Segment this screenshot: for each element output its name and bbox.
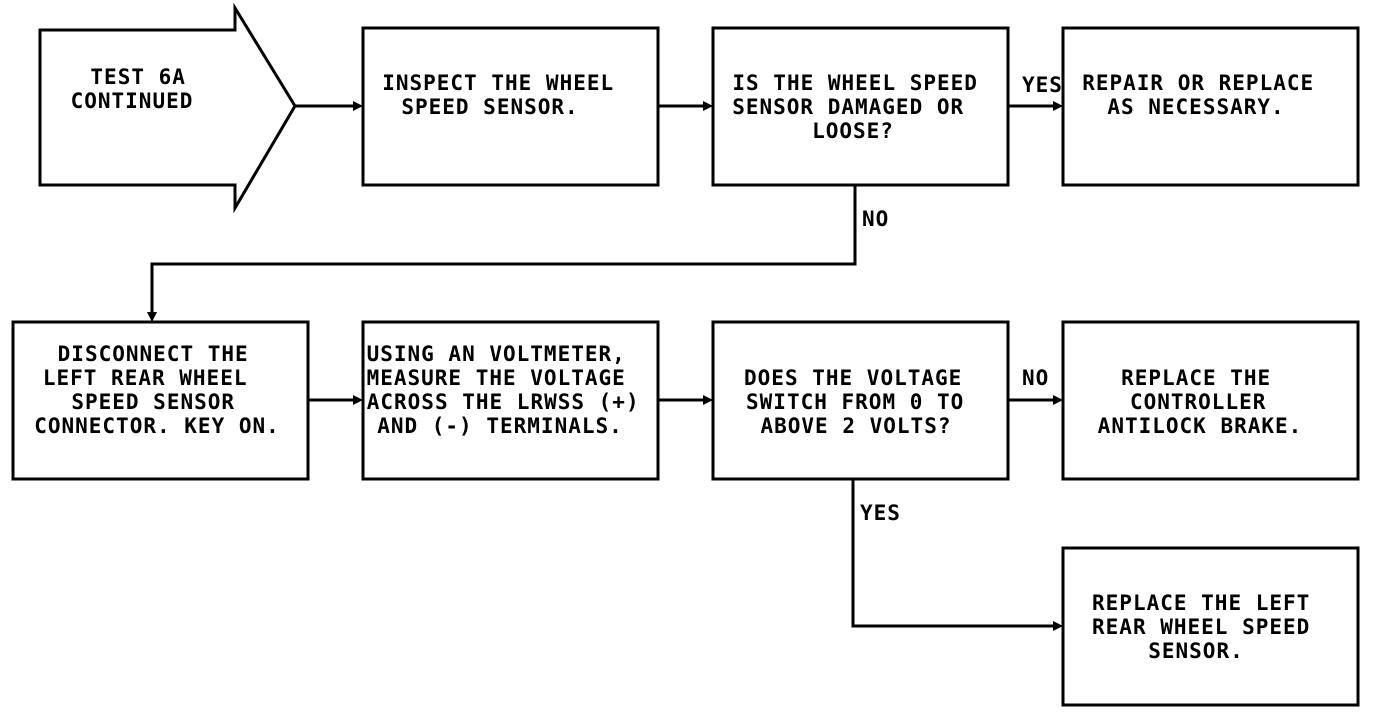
inspect-line-1: INSPECT THE WHEEL [382,71,614,95]
svg-text:DOES THE VOLTAGE SWITCH: DOES THE VOLTAGE SWITCH FROM 0 TO ABOVE … [744,366,978,438]
svg-text:REPAIR OR REPLACE AS NEC: REPAIR OR REPLACE AS NECESSARY. [1082,71,1328,119]
replace-sensor-line-3: SENSOR. [1148,639,1244,663]
start-arrow: TEST 6A CONTINUED [38,2,297,214]
start-arrow-line-2: CONTINUED [71,89,194,113]
replace-controller-line-3: ANTILOCK BRAKE. [1098,414,1303,438]
measure-voltage-box: USING AN VOLTMETER, MEASURE THE VOLTAGE … [361,320,660,481]
start-arrow-line-1: TEST 6A [90,65,186,89]
connector-voltage-yes-to-replace-sensor [851,479,1063,631]
replace-controller-box: REPLACE THE CONTROLLER ANTILOCK BRAKE. [1061,320,1360,481]
svg-text:DISCONNECT THE LEFT REAR: DISCONNECT THE LEFT REAR WHEEL SPEED SEN… [34,342,280,438]
voltage-switch-line-2: SWITCH FROM 0 TO [746,390,964,414]
voltage-switch-line-1: DOES THE VOLTAGE [744,366,962,390]
measure-line-4: AND (-) TERMINALS. [377,414,623,438]
connector-voltage-no-to-controller [1008,395,1063,405]
voltage-switch-line-3: ABOVE 2 VOLTS? [760,414,951,438]
damaged-yes-label: YES [1022,73,1063,97]
connector-inspect-to-damaged [658,101,713,111]
sensor-damaged-line-3: LOOSE? [812,119,894,143]
connector-damaged-yes-to-repair [1008,101,1063,111]
replace-sensor-line-2: REAR WHEEL SPEED [1092,615,1310,639]
inspect-line-2: SPEED SENSOR. [401,95,578,119]
repair-line-1: REPAIR OR REPLACE [1082,71,1314,95]
voltage-switch-decision-box: DOES THE VOLTAGE SWITCH FROM 0 TO ABOVE … [711,320,1010,481]
start-arrow-label: TEST 6A CONTINUED [71,65,200,113]
replace-controller-line-2: CONTROLLER [1130,390,1266,414]
disconnect-line-2: LEFT REAR WHEEL [43,366,248,390]
replace-sensor-box: REPLACE THE LEFT REAR WHEEL SPEED SENSOR… [1061,546,1360,707]
inspect-sensor-box: INSPECT THE WHEEL SPEED SENSOR. [361,26,660,187]
disconnect-connector-box: DISCONNECT THE LEFT REAR WHEEL SPEED SEN… [11,320,310,481]
svg-text:USING AN VOLTMETER, MEAS: USING AN VOLTMETER, MEASURE THE VOLTAGE … [367,342,654,438]
disconnect-line-3: SPEED SENSOR [71,390,235,414]
measure-line-2: MEASURE THE VOLTAGE [367,366,626,390]
sensor-damaged-decision-box: IS THE WHEEL SPEED SENSOR DAMAGED OR LOO… [711,26,1010,187]
voltage-yes-label: YES [860,501,901,525]
measure-line-1: USING AN VOLTMETER, [367,342,626,366]
svg-text:REPLACE THE LEFT REAR WH: REPLACE THE LEFT REAR WHEEL SPEED SENSOR… [1092,591,1324,663]
measure-line-3: ACROSS THE LRWSS (+) [367,390,640,414]
svg-text:IS THE WHEEL SPEED SENSO: IS THE WHEEL SPEED SENSOR DAMAGED OR LOO… [732,71,991,143]
connector-start-to-inspect [295,101,363,111]
svg-text:INSPECT THE WHEEL SPEED: INSPECT THE WHEEL SPEED SENSOR. [382,71,628,119]
connector-disconnect-to-measure [308,395,363,405]
disconnect-line-4: CONNECTOR. KEY ON. [34,414,280,438]
replace-controller-line-1: REPLACE THE [1121,366,1271,390]
svg-text:REPLACE THE CONTROLLER: REPLACE THE CONTROLLER ANTILOCK BRAKE. [1098,366,1303,438]
connector-damaged-no-to-disconnect [147,185,857,322]
connector-measure-to-voltage-switch [658,395,713,405]
repair-line-2: AS NECESSARY. [1107,95,1284,119]
repair-replace-box: REPAIR OR REPLACE AS NECESSARY. [1061,26,1360,187]
sensor-damaged-line-2: SENSOR DAMAGED OR [732,95,964,119]
voltage-no-label: NO [1022,366,1049,390]
sensor-damaged-line-1: IS THE WHEEL SPEED [732,71,978,95]
disconnect-line-1: DISCONNECT THE [58,342,249,366]
replace-sensor-line-1: REPLACE THE LEFT [1092,591,1310,615]
damaged-no-label: NO [862,207,889,231]
